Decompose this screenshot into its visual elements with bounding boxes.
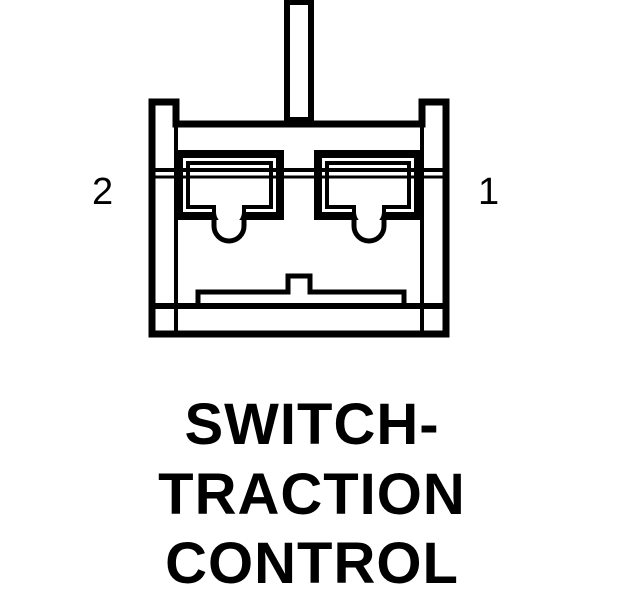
pin-label-1: 1 bbox=[478, 171, 500, 213]
caption-line-1: SWITCH- bbox=[184, 392, 440, 457]
connector-latch bbox=[152, 273, 446, 309]
connector-wire bbox=[284, 0, 314, 123]
caption-line-3: CONTROL bbox=[165, 531, 459, 596]
pin-cavity-2 bbox=[176, 150, 284, 244]
caption-line-2: TRACTION bbox=[158, 462, 466, 527]
pin-line bbox=[152, 168, 446, 179]
pin-label-2: 2 bbox=[92, 171, 114, 213]
pin-cavity-1 bbox=[314, 150, 422, 244]
